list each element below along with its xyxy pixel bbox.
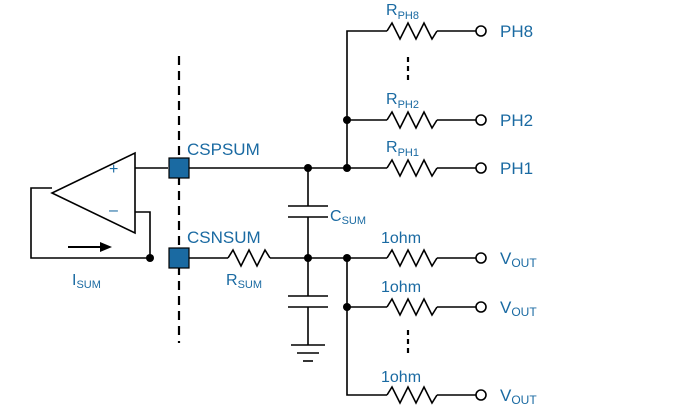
vout1-output-label: VOUT — [500, 249, 537, 270]
rph2-resistor — [386, 110, 438, 130]
vout3-output-label: VOUT — [500, 386, 537, 407]
ph2-output-label: PH2 — [500, 111, 533, 130]
rph1-resistor — [386, 158, 438, 178]
rph2-label: RPH2 — [386, 91, 419, 111]
phase-bus-wire — [346, 30, 387, 168]
csp-pad — [168, 157, 190, 179]
ph8-terminal — [475, 25, 487, 37]
vout2-output-label: VOUT — [500, 298, 537, 319]
vout2-terminal — [475, 301, 487, 313]
vout3-resistor — [386, 385, 438, 405]
rsum-resistor — [227, 248, 271, 268]
vout3-terminal — [475, 389, 487, 401]
junction-dot-csp-cap — [304, 164, 312, 172]
opamp: + – — [50, 151, 136, 235]
ground-symbol — [291, 344, 325, 362]
rph8-label: RPH8 — [386, 2, 419, 22]
ph1-terminal — [475, 162, 487, 174]
ph1-output-label: PH1 — [500, 159, 533, 178]
current-label: ISUM — [72, 272, 101, 291]
vout1-terminal — [475, 252, 487, 264]
rph8-resistor — [386, 21, 438, 41]
rph1-label: RPH1 — [386, 139, 419, 159]
junction-dot-vout-bus — [343, 254, 351, 262]
csn-pad — [168, 247, 190, 269]
vout2-resistor — [386, 297, 438, 317]
csn-pin-label: CSNSUM — [187, 228, 261, 247]
vout3-resistor-label: 1ohm — [381, 369, 421, 386]
current-arrow-head — [100, 242, 112, 252]
junction-dot-opamp-feedback — [146, 254, 154, 262]
junction-dot-rph2 — [343, 116, 351, 124]
opamp-plus-sign: + — [109, 161, 118, 178]
vout1-resistor — [386, 248, 438, 268]
opamp-feedback-wire — [30, 187, 150, 259]
ph2-terminal — [475, 114, 487, 126]
csum-label: CSUM — [330, 208, 366, 227]
junction-dot-csp-bus — [343, 164, 351, 172]
vout2-resistor-label: 1ohm — [381, 279, 421, 296]
opamp-minus-sign: – — [109, 202, 118, 219]
junction-dot-vout2 — [343, 303, 351, 311]
rsum-label: RSUM — [226, 272, 262, 291]
opamp-triangle — [50, 151, 136, 235]
junction-dot-csn-cap — [304, 254, 312, 262]
ph8-output-label: PH8 — [500, 22, 533, 41]
csp-pin-label: CSPSUM — [187, 140, 260, 159]
opamp-minus-wire — [135, 211, 151, 258]
vout1-resistor-label: 1ohm — [381, 230, 421, 247]
